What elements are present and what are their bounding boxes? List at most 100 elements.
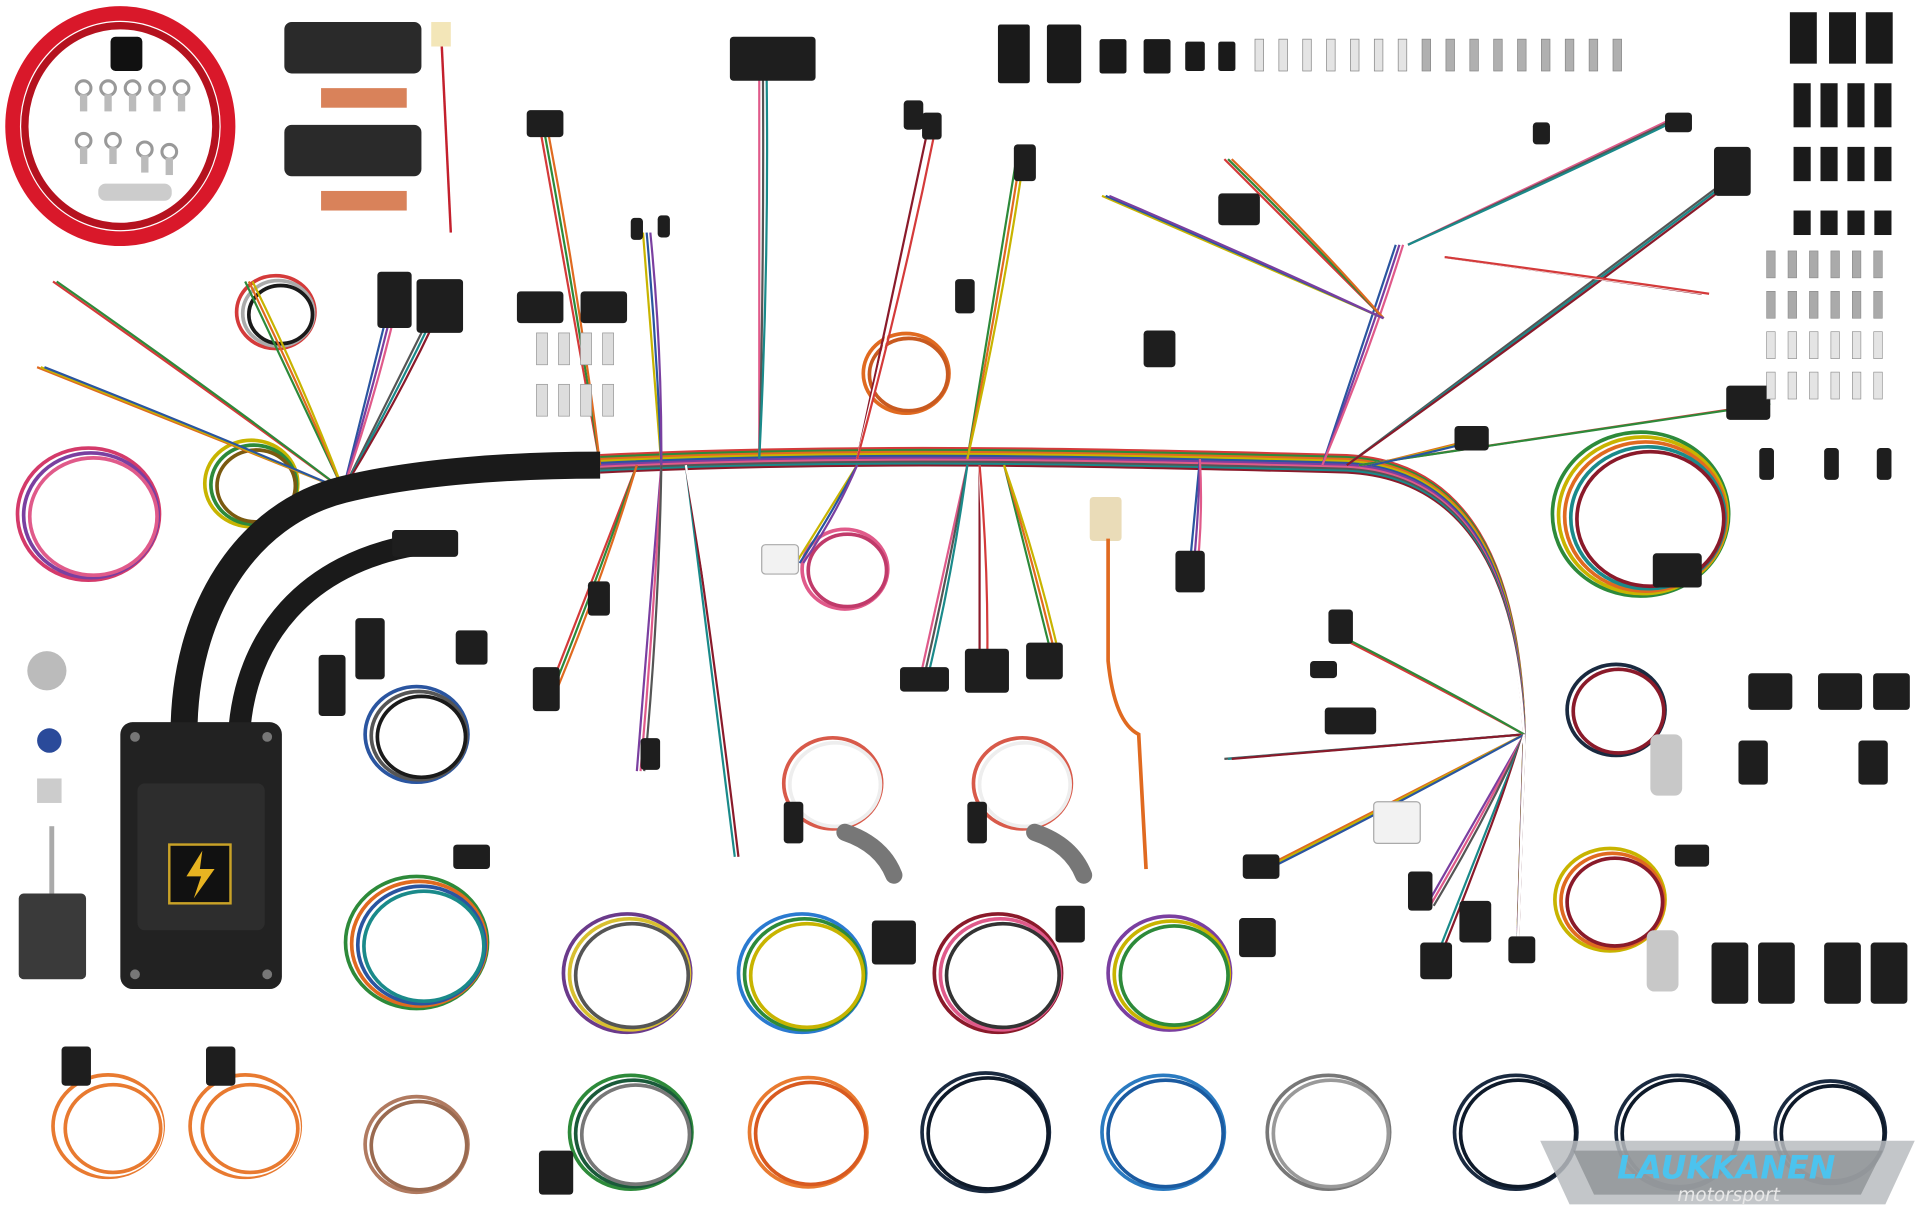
connector-housing (1829, 12, 1856, 64)
branch-wire (244, 281, 345, 491)
branch-wire (649, 232, 663, 466)
terminal-barrel (177, 94, 186, 112)
connector-plug (1454, 425, 1489, 451)
braided-loom-2 (228, 533, 419, 736)
connector-plug (922, 112, 942, 140)
connector-plug (1726, 385, 1771, 420)
pin-terminal (558, 383, 570, 417)
branch-wire (550, 464, 638, 686)
connector-plug (1824, 942, 1861, 1004)
pin-terminal (1852, 250, 1862, 279)
connector-plug (392, 529, 459, 557)
wire-coil (369, 1099, 469, 1192)
connector-plug (1824, 447, 1839, 480)
pin-terminal (1350, 38, 1360, 72)
connector-plug (1508, 936, 1536, 964)
branch-wire (966, 158, 1025, 460)
pin-terminal (1493, 38, 1503, 72)
connector-housing (1099, 39, 1127, 74)
terminal-barrel (128, 94, 137, 112)
connector-plug (1759, 447, 1774, 480)
connector-plug (416, 279, 464, 333)
branch-wire (645, 232, 663, 466)
battery-cable-coil (5, 6, 236, 247)
connector-housing (1874, 146, 1892, 182)
pin-terminal (1873, 331, 1883, 359)
wire-coil (579, 1083, 692, 1187)
connector-housing (1865, 12, 1893, 64)
pin-terminal (1766, 250, 1776, 279)
wire-coil (63, 1082, 163, 1175)
branch-wire (1002, 464, 1055, 662)
connector-plug (1420, 942, 1453, 980)
wire-coil (944, 921, 1061, 1030)
connector-plug (657, 215, 670, 238)
branch-wire (537, 122, 602, 466)
terminal-barrel (79, 94, 88, 112)
braided-loom (170, 451, 601, 735)
connector-plug (1711, 942, 1749, 1004)
connector-plug (1143, 330, 1176, 368)
pin-terminal (1397, 38, 1408, 72)
wire-coil (788, 740, 883, 829)
connector-housing (1820, 210, 1838, 236)
wire-coil (748, 921, 866, 1030)
terminal-barrel (153, 94, 161, 112)
pin-terminal (1278, 38, 1288, 72)
terminal-barrel (104, 94, 112, 112)
branch-wire (1341, 635, 1525, 736)
connector-plug (1055, 905, 1085, 943)
connector-plug (1870, 942, 1908, 1004)
harness-wire (600, 456, 1526, 931)
pin-terminal (1787, 291, 1797, 319)
connector-plug (955, 279, 975, 314)
pin-terminal (602, 332, 614, 366)
wire-coil (926, 1076, 1050, 1191)
white-connector (761, 544, 800, 575)
branch-wire (1321, 244, 1401, 466)
terminal-barrel (79, 146, 88, 165)
branch-wire (44, 366, 344, 491)
wire-coils (15, 273, 1888, 1195)
connector-housing (1874, 210, 1892, 236)
wire-coil (1458, 1078, 1578, 1189)
pin-terminal (536, 383, 548, 417)
ring-terminal (74, 79, 93, 98)
connector-plug (729, 36, 816, 81)
branch-wire (1321, 244, 1397, 466)
branch-wire (1438, 734, 1526, 968)
branch-wire (641, 232, 663, 466)
connector-plug (538, 1150, 574, 1195)
harness-wires (36, 73, 1771, 968)
harness-wire (600, 462, 1526, 937)
connector-plug (1324, 707, 1377, 735)
branch-wire (1321, 244, 1405, 466)
branch-wire (56, 280, 344, 491)
connector-plug (1328, 609, 1353, 644)
pin-terminal (1766, 331, 1776, 359)
ring-terminal (160, 142, 179, 161)
connector-plug (1407, 871, 1433, 911)
connector-housing (1874, 83, 1892, 128)
connector-housing (1218, 41, 1236, 71)
wire-coil (247, 283, 315, 346)
connector-housing (997, 24, 1030, 84)
connector-plug (580, 291, 628, 324)
connector-plug (1652, 553, 1702, 588)
control-module (120, 722, 282, 990)
laukkanen-logo: LAUKKANEN motorsport (1540, 1140, 1915, 1206)
connector-housing (1793, 146, 1811, 182)
wire-coil (867, 336, 950, 413)
wire-coil (1106, 1078, 1225, 1189)
pin-terminal (1766, 371, 1776, 400)
pin-terminal (1588, 38, 1599, 72)
logo-text-sub: motorsport (1678, 1185, 1781, 1206)
wire-coil (1271, 1078, 1391, 1189)
connector-plug (1758, 942, 1795, 1004)
wire-coil (806, 532, 889, 609)
connector-plug (967, 801, 987, 844)
pin-terminal (1302, 38, 1312, 72)
branch-wire (1230, 158, 1385, 319)
branch-wire (643, 465, 663, 772)
